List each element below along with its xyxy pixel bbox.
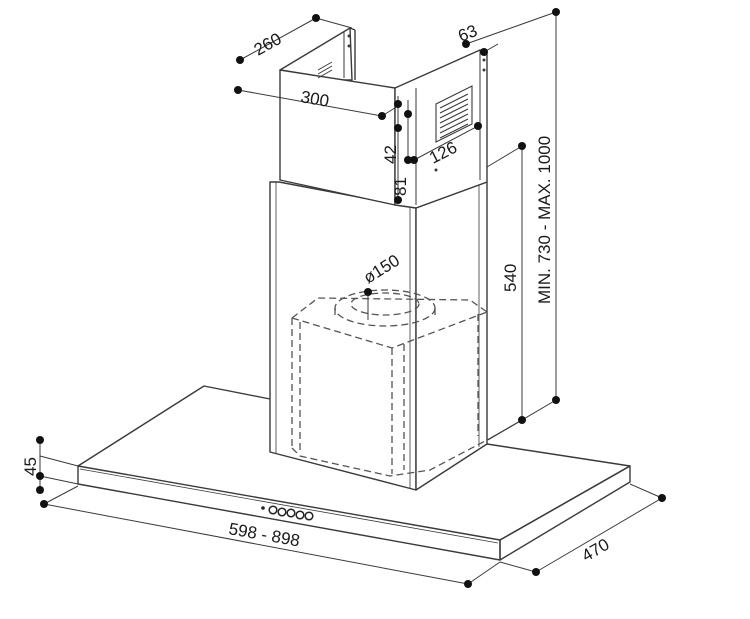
dim-63: 63 xyxy=(455,21,480,46)
control-button-1 xyxy=(268,505,278,515)
lower-chimney xyxy=(269,181,488,491)
indicator-dot xyxy=(261,506,265,510)
dim-total-height: MIN. 730 - MAX. 1000 xyxy=(535,136,554,304)
dim-42: 42 xyxy=(381,145,400,164)
dimension-dots xyxy=(36,8,666,588)
dim-300: 300 xyxy=(299,87,330,111)
control-button-2 xyxy=(277,507,287,517)
lower-chimney-side xyxy=(415,181,488,491)
dim-540: 540 xyxy=(501,264,520,292)
vent-slots xyxy=(435,85,473,143)
dim-470: 470 xyxy=(579,535,613,566)
rear-vent-slots xyxy=(317,61,333,79)
outlet-ring-inner xyxy=(350,292,420,316)
upper-chimney xyxy=(279,27,488,209)
dim-260: 260 xyxy=(251,29,285,59)
dim-45: 45 xyxy=(21,457,40,476)
dim-81: 81 xyxy=(391,177,410,196)
canopy xyxy=(77,385,631,561)
control-button-4 xyxy=(295,510,305,520)
control-button-3 xyxy=(286,508,296,518)
rivets xyxy=(347,34,486,172)
control-panel xyxy=(261,505,314,521)
control-button-5 xyxy=(304,511,314,521)
upper-chimney-front xyxy=(279,69,396,206)
canopy-side-face xyxy=(499,465,631,561)
canopy-top-face xyxy=(77,385,271,467)
hidden-motor-box xyxy=(291,289,488,477)
